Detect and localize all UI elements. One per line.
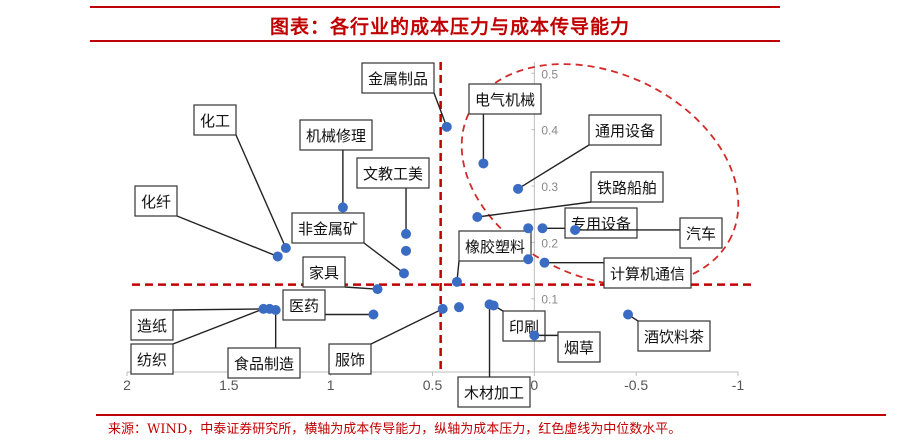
data-point: [398, 268, 409, 279]
label-box: [328, 343, 372, 375]
point-label: 烟草: [564, 339, 594, 357]
point-label: 医药: [289, 297, 319, 315]
leader-line: [363, 242, 405, 274]
point-label: 文教工美: [363, 165, 423, 183]
title-bar: 图表：各行业的成本压力与成本传导能力: [0, 0, 900, 42]
point-label: 服饰: [335, 351, 365, 369]
data-point: [539, 257, 550, 268]
data-point: [478, 158, 489, 169]
source-note: 来源：WIND，中泰证券研究所，横轴为成本传导能力，纵轴为成本压力，红色虚线为中…: [108, 422, 682, 437]
point-label: 汽车: [686, 225, 716, 243]
point-label: 纺织: [137, 351, 167, 369]
label-box: [291, 212, 365, 244]
leader-line: [176, 215, 278, 258]
data-point: [523, 254, 534, 265]
x-tick-label: 2: [123, 377, 131, 393]
leader-line: [370, 308, 443, 345]
label-box: [227, 347, 301, 379]
label-box: [603, 257, 692, 289]
data-point: [623, 309, 634, 320]
leader-line: [517, 144, 590, 190]
data-point: [523, 223, 534, 234]
label-box: [468, 83, 542, 115]
label-box: [588, 114, 662, 146]
data-point: [401, 228, 412, 239]
point-label: 家具: [309, 264, 339, 282]
leader-line: [235, 134, 287, 249]
label-box: [356, 157, 430, 189]
point-label: 造纸: [137, 317, 167, 335]
data-point: [270, 305, 281, 315]
label-box: [557, 331, 601, 363]
data-point: [401, 245, 412, 256]
point-label: 计算机通信: [610, 265, 685, 283]
data-point: [258, 303, 269, 314]
data-point: [570, 224, 581, 235]
point-label: 金属制品: [368, 70, 428, 88]
data-point: [472, 212, 483, 222]
leader-line: [344, 286, 378, 290]
chart-title: 图表：各行业的成本压力与成本传导能力: [269, 16, 630, 38]
label-box: [130, 309, 174, 341]
data-point: [529, 330, 540, 341]
data-point: [537, 223, 548, 234]
label-box: [134, 185, 178, 217]
data-point: [372, 284, 383, 295]
data-point: [437, 303, 448, 314]
label-box: [458, 230, 532, 262]
y-tick-label: 0.4: [541, 124, 558, 138]
x-tick-label: 0.5: [423, 377, 443, 393]
data-point: [337, 202, 348, 213]
x-tick-label: 0: [530, 377, 538, 393]
point-label: 橡胶塑料: [465, 238, 525, 256]
point-label: 化纤: [141, 193, 171, 211]
x-tick-label: 1.5: [219, 377, 239, 393]
data-point: [513, 183, 524, 194]
point-label: 木材加工: [464, 384, 524, 402]
point-label: 化工: [200, 112, 230, 130]
leader-line: [172, 308, 270, 311]
title-top-rule: [90, 6, 780, 8]
y-tick-label: 0.5: [541, 67, 558, 81]
label-box: [361, 62, 435, 94]
y-tick-label: 0.2: [541, 236, 558, 250]
label-box: [590, 171, 664, 203]
x-tick-label: -0.5: [624, 377, 648, 393]
data-point: [280, 243, 291, 253]
data-point: [441, 121, 452, 132]
label-box: [457, 376, 531, 408]
y-tick-label: 0.1: [541, 293, 558, 307]
x-tick-label: -1: [732, 377, 745, 393]
data-point: [272, 251, 283, 262]
footer-rule: [96, 414, 886, 416]
leader-line: [172, 308, 264, 345]
label-box: [193, 104, 237, 136]
label-box: [282, 289, 326, 321]
data-point: [488, 300, 499, 311]
point-label: 通用设备: [595, 122, 655, 140]
y-tick-label: 0.3: [541, 180, 558, 194]
point-label: 电气机械: [475, 91, 535, 109]
label-box: [299, 119, 373, 151]
title-bottom-rule: [90, 40, 780, 42]
point-label: 铁路船舶: [597, 179, 657, 197]
data-point: [453, 302, 464, 313]
leader-line: [433, 92, 448, 128]
point-label: 机械修理: [306, 127, 366, 145]
label-box: [679, 217, 723, 249]
scatter-chart: 2 1.5 1 0.5 0 -0.5 -1 0.5 0.4 0.3 0.2 0.1 金属制品电气机械通用…: [123, 62, 752, 408]
leader-line: [477, 201, 592, 218]
point-label: 专用设备: [571, 215, 631, 233]
point-label: 酒饮料茶: [644, 328, 704, 346]
point-label: 非金属矿: [298, 220, 358, 238]
label-box: [637, 320, 711, 352]
data-point: [368, 309, 379, 320]
x-tick-label: 1: [327, 377, 335, 393]
data-point: [451, 276, 462, 287]
point-label: 食品制造: [234, 355, 294, 373]
label-box: [130, 343, 174, 375]
label-box: [302, 256, 346, 288]
